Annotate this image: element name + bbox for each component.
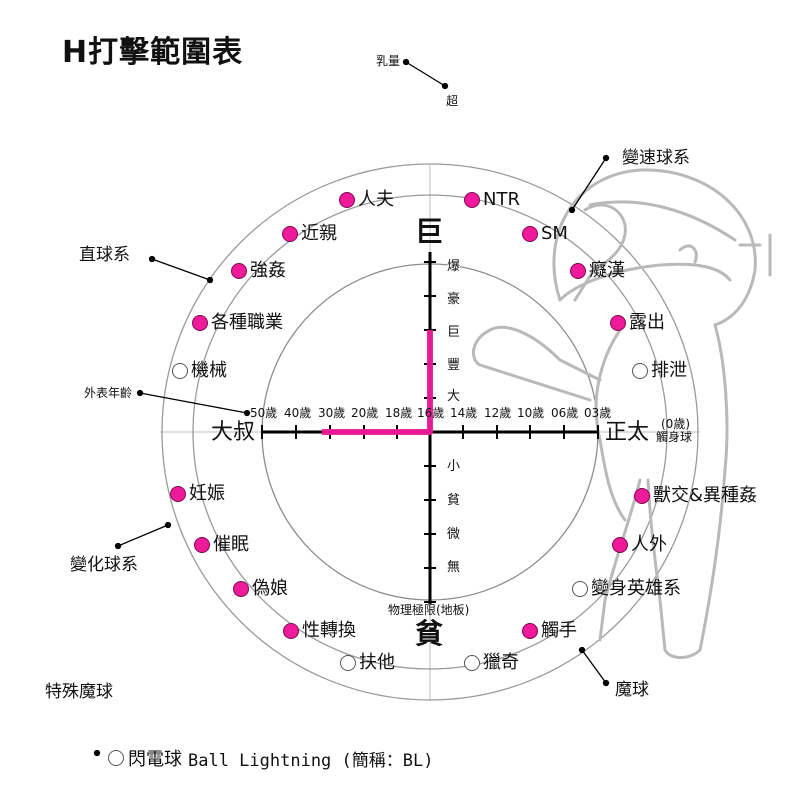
item-sm: SM xyxy=(522,225,568,243)
axis-ticks xyxy=(261,261,599,603)
top-axis-label: 乳量 xyxy=(376,54,401,68)
dot-marker xyxy=(634,488,650,504)
age-tick: 14歲 xyxy=(450,406,478,420)
horizontal-right-note: (0歲) xyxy=(661,417,690,431)
horizontal-left-label: 大叔 xyxy=(211,420,256,445)
dot-marker xyxy=(194,537,210,553)
dot-marker xyxy=(339,192,355,208)
item-occupations: 各種職業 xyxy=(192,314,283,332)
dot-marker xyxy=(233,581,249,597)
item-excretion: 排泄 xyxy=(632,362,687,380)
age-tick: 12歲 xyxy=(484,406,512,420)
age-tick: 20歲 xyxy=(351,406,379,420)
item-ntr: NTR xyxy=(464,191,520,209)
size-tick: 小 xyxy=(447,459,461,474)
item-incest: 近親 xyxy=(282,225,337,243)
item-tentacle: 觸手 xyxy=(522,622,577,640)
dot-marker xyxy=(464,655,480,671)
dot-marker xyxy=(612,537,628,553)
item-hypnosis: 催眠 xyxy=(194,536,249,554)
dot-marker xyxy=(170,486,186,502)
horizontal-right-note2: 觸身球 xyxy=(656,430,693,444)
dot-marker xyxy=(522,623,538,639)
dot-marker xyxy=(283,623,299,639)
size-tick: 爆 xyxy=(447,259,461,274)
age-tick: 50歲 xyxy=(250,406,278,420)
dot-marker xyxy=(231,263,247,279)
dot-marker xyxy=(282,226,298,242)
age-tick: 06歲 xyxy=(551,406,579,420)
item-crossdresser: 偽娘 xyxy=(233,580,288,598)
dot-marker xyxy=(192,315,208,331)
dot-marker xyxy=(340,655,356,671)
outer-ring-inner xyxy=(192,194,668,670)
dot-marker xyxy=(172,363,188,379)
size-tick: 微 xyxy=(447,527,461,542)
outer-ring-outer xyxy=(161,163,699,701)
dot-marker xyxy=(610,315,626,331)
age-tick: 10歲 xyxy=(517,406,545,420)
group-label-breaking: 變化球系 xyxy=(70,555,138,575)
item-molester: 癡漢 xyxy=(570,262,625,280)
dot-marker xyxy=(572,581,588,597)
item-exposure: 露出 xyxy=(610,314,665,332)
dot-marker xyxy=(632,363,648,379)
item-transforming-hero: 變身英雄系 xyxy=(572,580,681,598)
dot-marker xyxy=(464,192,480,208)
vertical-bottom-label: 貧 xyxy=(415,617,444,650)
item-guro: 獵奇 xyxy=(464,654,519,672)
top-axis-sub: 超 xyxy=(446,94,459,108)
item-husband: 人夫 xyxy=(339,191,394,209)
age-tick: 16歲 xyxy=(417,406,445,420)
item-futa: 扶他 xyxy=(340,654,395,672)
age-tick: 03歲 xyxy=(584,406,612,420)
horizontal-right-label: 正太 xyxy=(605,420,650,445)
item-non-human: 人外 xyxy=(612,536,667,554)
group-label-special: 特殊魔球 xyxy=(45,682,113,702)
dot-marker xyxy=(570,263,586,279)
item-pregnancy: 妊娠 xyxy=(170,485,225,503)
size-tick: 大 xyxy=(447,389,461,404)
dot-marker xyxy=(108,750,124,766)
age-pointer-label: 外表年齡 xyxy=(84,386,133,400)
group-label-magic: 魔球 xyxy=(615,680,649,700)
size-tick: 豐 xyxy=(447,358,461,373)
age-tick: 30歲 xyxy=(318,406,346,420)
floor-note: 物理極限(地板) xyxy=(388,603,470,617)
item-rape: 強姦 xyxy=(231,262,286,280)
age-tick: 18歲 xyxy=(385,406,413,420)
size-tick: 豪 xyxy=(447,292,461,307)
special-item: 閃電球 Ball Lightning (簡稱：BL) xyxy=(108,745,433,771)
size-tick: 巨 xyxy=(447,325,461,340)
item-machine: 機械 xyxy=(172,362,227,380)
size-tick: 貧 xyxy=(447,493,461,508)
size-tick: 無 xyxy=(447,560,461,575)
group-label-fastball: 直球系 xyxy=(79,245,130,265)
dot-marker xyxy=(522,226,538,242)
group-pointers xyxy=(93,58,610,757)
vertical-top-label: 巨 xyxy=(415,215,444,248)
page-title: H打擊範圍表 xyxy=(62,35,244,70)
item-gender-swap: 性轉換 xyxy=(283,622,356,640)
item-bestiality: 獸交&異種姦 xyxy=(634,487,757,505)
group-label-changeup: 變速球系 xyxy=(622,148,690,168)
age-tick: 40歲 xyxy=(284,406,312,420)
strike-range-highlight xyxy=(322,330,433,435)
